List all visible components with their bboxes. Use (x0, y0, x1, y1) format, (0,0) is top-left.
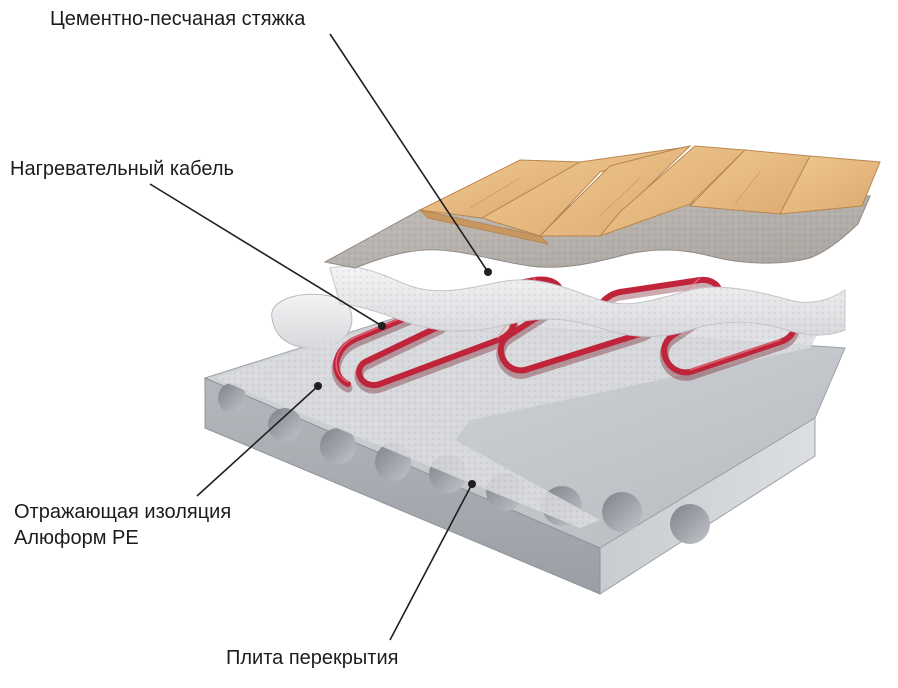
wood-plank (598, 145, 747, 238)
wood-grain (734, 171, 761, 205)
pointer-screed (329, 33, 489, 273)
pointer-slab (389, 483, 473, 641)
pointer-lines (149, 33, 489, 641)
pointer-dots (314, 268, 492, 488)
label-reflective-insulation-line1: Отражающая изоляция (14, 501, 232, 523)
pointer-dot (468, 480, 476, 488)
wood-flooring (418, 145, 881, 245)
foam-layer (329, 266, 846, 337)
heating-cable-shadow (331, 279, 800, 394)
label-reflective-insulation-line2: Алюформ PE (14, 527, 139, 549)
wood-plank (779, 155, 881, 215)
wood-grain (599, 177, 641, 217)
foam-layer-texture (330, 266, 845, 337)
heating-cable-wire (333, 276, 798, 389)
slab-hole (218, 383, 246, 413)
reflective-insulation-layer (215, 293, 820, 528)
pointer-heating-cable (149, 183, 383, 327)
label-reflective-insulation: Отражающая изоляция Алюформ PE (14, 499, 231, 551)
slab-hole (268, 408, 302, 442)
insulation-roll (271, 293, 353, 349)
pointer-dot (378, 322, 386, 330)
label-heating-cable: Нагревательный кабель (10, 158, 234, 180)
pointer-dot (314, 382, 322, 390)
label-cement-sand-screed: Цементно-песчаная стяжка (50, 8, 306, 30)
slab-hole (320, 428, 356, 464)
wood-grain (469, 177, 521, 209)
label-floor-slab: Плита перекрытия (226, 647, 399, 669)
pointer-dot (484, 268, 492, 276)
slab-hole (602, 492, 642, 532)
pointer-insulation (196, 385, 319, 497)
insulation-foil-texture (215, 300, 820, 528)
slab-hole (670, 504, 710, 544)
